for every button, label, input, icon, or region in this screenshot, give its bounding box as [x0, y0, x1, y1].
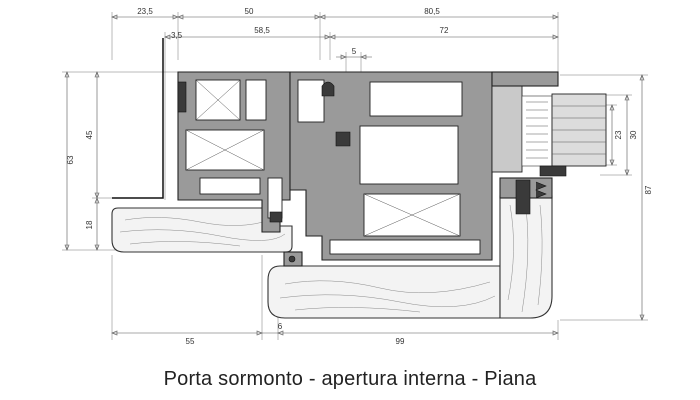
- dim-top-5: 72: [440, 26, 449, 35]
- dim-top-4: 58,5: [254, 26, 270, 35]
- technical-section-drawing: 23,5 50 80,5 58,5 72 3,5 5 63 45 18: [62, 7, 653, 346]
- dim-top-1: 23,5: [137, 7, 153, 16]
- dim-bottom-1: 55: [186, 337, 195, 346]
- dimension-chain-top-second: 58,5 72 3,5: [164, 26, 559, 200]
- dim-left-1: 63: [66, 155, 75, 164]
- sash-profile-center: [289, 71, 493, 261]
- dim-top-6: 5: [352, 47, 357, 56]
- dimension-chain-bottom: 55 6 99: [111, 255, 559, 346]
- threshold-gasket: [499, 177, 553, 215]
- dim-right-1: 87: [644, 185, 653, 194]
- sash-clip: [283, 251, 303, 267]
- frame-profile-left: [177, 71, 291, 233]
- dim-top-2: 50: [245, 7, 254, 16]
- dim-right-2: 30: [629, 130, 638, 139]
- dim-left-3: 18: [85, 220, 94, 229]
- dimension-chain-left: 63 45 18: [62, 71, 180, 251]
- dim-left-2: 45: [85, 130, 94, 139]
- dim-small-vertical: 3,5: [171, 31, 183, 40]
- dim-bottom-3: 99: [396, 337, 405, 346]
- dim-right-3: 23: [614, 130, 623, 139]
- wall-outline: [112, 38, 164, 199]
- wood-board-bottom: [267, 265, 501, 319]
- drawing-caption: Porta sormonto - apertura interna - Pian…: [163, 368, 537, 390]
- dimension-chain-top: 23,5 50 80,5: [111, 7, 559, 75]
- dimension-chain-right: 87 30 23: [560, 74, 653, 321]
- dim-top-3: 80,5: [424, 7, 440, 16]
- dim-bottom-2: 6: [278, 322, 283, 331]
- glass-unit: [491, 71, 607, 177]
